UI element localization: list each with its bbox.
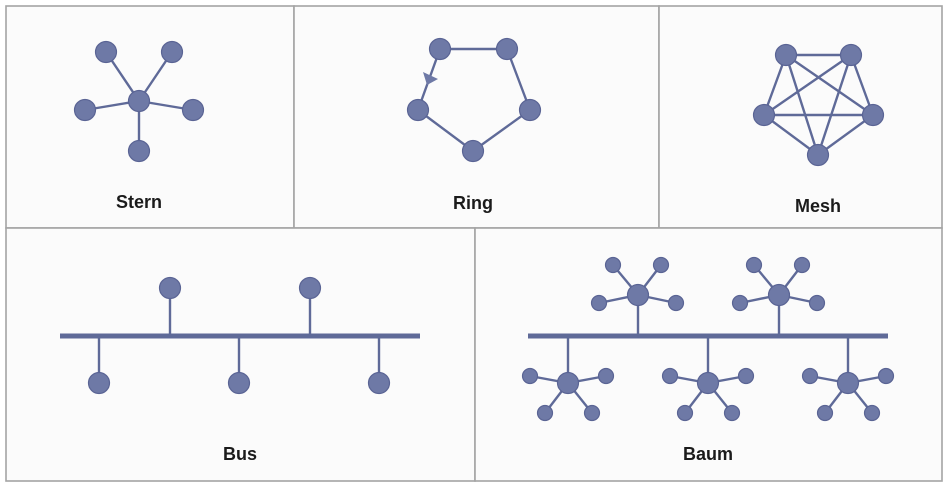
- tree-leaf-node: [597, 367, 615, 385]
- tree-leaf-node: [801, 367, 819, 385]
- tree-leaf-node: [737, 367, 755, 385]
- bus-panel: [5, 227, 476, 482]
- tree-label: Baum: [683, 444, 733, 464]
- star-topology: Stern: [73, 40, 205, 212]
- mesh-edge: [816, 113, 875, 157]
- ring-label: Ring: [453, 193, 493, 213]
- star-node: [94, 40, 118, 64]
- tree-leaf-node: [745, 256, 763, 274]
- mesh-node: [839, 43, 863, 67]
- tree-cluster-bottom-left: [521, 334, 615, 422]
- tree-cluster-top-right: [731, 256, 826, 338]
- bus-node: [367, 371, 391, 395]
- mesh-node: [752, 103, 776, 127]
- star-label: Stern: [116, 192, 162, 212]
- mesh-node: [774, 43, 798, 67]
- ring-node: [406, 98, 430, 122]
- bus-node: [227, 371, 251, 395]
- ring-node: [461, 139, 485, 163]
- tree-leaf-node: [793, 256, 811, 274]
- mesh-edge: [816, 53, 853, 157]
- bus-node: [298, 276, 322, 300]
- bus-label: Bus: [223, 444, 257, 464]
- tree-leaf-node: [676, 404, 694, 422]
- tree-leaf-node: [583, 404, 601, 422]
- mesh-label: Mesh: [795, 196, 841, 216]
- mesh-edge: [784, 53, 820, 157]
- mesh-edge: [762, 113, 820, 157]
- ring-panel: [293, 5, 660, 229]
- tree-leaf-node: [808, 294, 826, 312]
- tree-leaf-node: [731, 294, 749, 312]
- ring-node: [495, 37, 519, 61]
- tree-leaf-node: [590, 294, 608, 312]
- tree-leaf-node: [604, 256, 622, 274]
- tree-leaf-node: [652, 256, 670, 274]
- tree-hub-node: [626, 283, 650, 307]
- tree-leaf-node: [521, 367, 539, 385]
- ring-topology: Ring: [406, 37, 542, 213]
- bus-node: [158, 276, 182, 300]
- ring-edge: [471, 108, 532, 153]
- tree-leaf-node: [667, 294, 685, 312]
- tree-cluster-top-left: [590, 256, 685, 338]
- mesh-panel: [658, 5, 943, 229]
- tree-leaf-node: [661, 367, 679, 385]
- tree-leaf-node: [723, 404, 741, 422]
- bus-node: [87, 371, 111, 395]
- tree-hub-node: [556, 371, 580, 395]
- tree-cluster-bottom-right: [801, 334, 895, 422]
- ring-edge: [416, 108, 475, 153]
- tree-leaf-node: [863, 404, 881, 422]
- star-node: [181, 98, 205, 122]
- mesh-edge: [784, 53, 875, 117]
- tree-leaf-node: [536, 404, 554, 422]
- ring-direction-arrow: [423, 72, 438, 85]
- star-node: [127, 139, 151, 163]
- mesh-edge: [762, 53, 853, 117]
- star-hub-node: [127, 89, 151, 113]
- bus-topology: Bus: [60, 276, 420, 464]
- tree-hub-node: [696, 371, 720, 395]
- mesh-node: [806, 143, 830, 167]
- tree-leaf-node: [877, 367, 895, 385]
- tree-cluster-bottom-middle: [661, 334, 755, 422]
- mesh-topology: Mesh: [752, 43, 885, 216]
- tree-hub-node: [836, 371, 860, 395]
- mesh-node: [861, 103, 885, 127]
- tree-hub-node: [767, 283, 791, 307]
- star-node: [160, 40, 184, 64]
- star-panel: [5, 5, 295, 229]
- ring-node: [518, 98, 542, 122]
- ring-node: [428, 37, 452, 61]
- tree-topology: Baum: [521, 256, 895, 464]
- star-node: [73, 98, 97, 122]
- tree-leaf-node: [816, 404, 834, 422]
